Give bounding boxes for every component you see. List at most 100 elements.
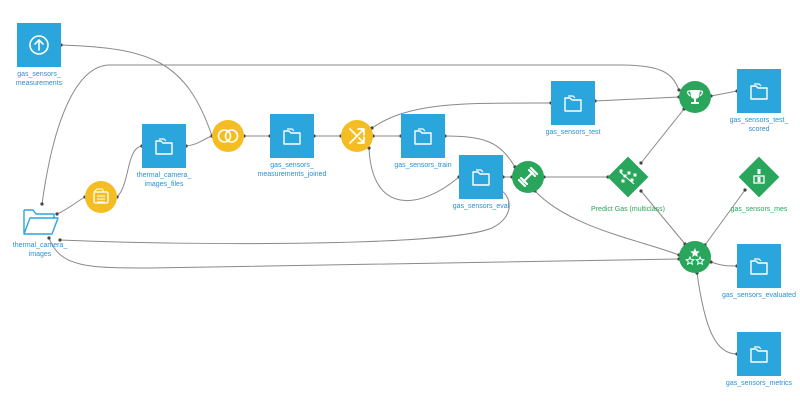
edge-evaluate_recipe-to-gas_sensors_mes <box>703 188 747 247</box>
dataset-shape[interactable] <box>737 244 781 288</box>
join-icon <box>217 129 239 143</box>
node-gas-sensors-test-scored[interactable]: gas_sensors_test_scored <box>730 69 789 133</box>
edge-start-dot <box>55 212 59 216</box>
node-gas-sensors-test[interactable]: gas_sensors_test <box>546 81 601 136</box>
edge-start-dot <box>40 202 44 206</box>
recipe-shape[interactable] <box>212 120 244 152</box>
node-label: gas_sensors_test <box>546 129 601 136</box>
edge-split_recipe-to-gas_sensors_test <box>370 101 553 130</box>
node-join-recipe[interactable] <box>212 120 244 152</box>
split-icon <box>349 128 365 144</box>
node-label: gas_sensors_eval <box>453 203 510 210</box>
folder-icon <box>750 346 768 363</box>
edge-start-dot <box>47 236 51 240</box>
open-folder-icon <box>23 209 59 235</box>
folder-icon <box>750 258 768 275</box>
edge-score_recipe-to-gas_sensors_test_scored <box>709 89 739 98</box>
dataset-shape[interactable] <box>459 155 503 199</box>
stars-icon <box>685 248 705 266</box>
nodes: gas_sensors_measurementsthermal_camera_i… <box>13 23 796 387</box>
edge-gas_sensors_test-to-score_recipe <box>593 95 681 103</box>
edge-thermal_camera_images-to-score_recipe <box>40 64 681 206</box>
edge-evaluate_recipe-to-gas_sensors_metrics <box>695 271 739 356</box>
edge-start-dot <box>639 161 643 165</box>
node-train-recipe[interactable] <box>512 161 544 193</box>
edge-thermal_camera_images-to-list_files_recipe <box>55 195 87 216</box>
node-gas-sensors-evaluated[interactable]: gas_sensors_evaluated <box>722 244 796 299</box>
edge-gas_sensors_measurements-to-join_recipe <box>59 43 214 138</box>
recipe-shape[interactable] <box>85 181 117 213</box>
ml-shape[interactable] <box>512 161 544 193</box>
edge-thermal_camera_images_files-to-join_recipe <box>184 134 214 148</box>
edge-thermal_camera_images-to-gas_sensors_eval <box>58 188 510 245</box>
node-split-recipe[interactable] <box>341 120 373 152</box>
trophy-icon <box>686 90 704 104</box>
node-gas-sensors-measurements[interactable]: gas_sensors_ measurements <box>16 23 63 87</box>
node-label: measurements_joined <box>258 171 327 178</box>
node-gas-sensors-train[interactable]: gas_sensors_train <box>394 114 452 169</box>
node-label: scored <box>748 126 769 133</box>
dataset-shape[interactable] <box>17 23 61 67</box>
edge-start-dot <box>58 238 62 242</box>
dataset-shape[interactable] <box>737 332 781 376</box>
folder-icon <box>155 138 173 155</box>
node-label: gas_sensors_ <box>17 71 61 78</box>
dataset-shape[interactable] <box>270 114 314 158</box>
ml-shape[interactable] <box>679 241 711 273</box>
edge-evaluate_recipe-to-gas_sensors_evaluated <box>709 260 739 268</box>
node-label: gas_sensors_ <box>270 162 314 169</box>
edge-train_recipe-to-evaluate_recipe <box>533 189 681 257</box>
node-predict-gas-model[interactable]: Predict Gas (multiclass) <box>591 156 665 213</box>
node-gas-sensors-eval[interactable]: gas_sensors_eval <box>453 155 510 210</box>
node-gas-sensors-measurements-joined[interactable]: gas_sensors_ measurements_joined <box>258 114 327 178</box>
node-thermal-camera-images-files[interactable]: thermal_camera_ images_files <box>137 124 192 188</box>
edge-gas_sensors_eval-to-train_recipe <box>501 175 514 179</box>
edge-thermal_camera_images-to-evaluate_recipe <box>47 236 681 269</box>
dataset-shape[interactable] <box>142 124 186 168</box>
dumbbell-icon <box>517 166 539 188</box>
node-label: thermal_camera_ <box>13 242 68 249</box>
evaluation-store-icon <box>753 169 765 184</box>
node-thermal-camera-images[interactable]: thermal_camera_images <box>13 209 68 258</box>
dataset-shape[interactable] <box>401 114 445 158</box>
node-gas-sensors-mes[interactable]: gas_sensors_mes <box>731 156 788 213</box>
model-icon <box>619 169 637 185</box>
node-label: gas_sensors_train <box>394 162 451 169</box>
edge-split_recipe-to-gas_sensors_train <box>371 134 403 138</box>
ml-shape[interactable] <box>679 81 711 113</box>
node-label: Predict Gas (multiclass) <box>591 206 665 213</box>
folder-icon <box>564 95 582 112</box>
node-gas-sensors-metrics[interactable]: gas_sensors_metrics <box>726 332 793 387</box>
node-label: images <box>29 251 52 258</box>
node-label: gas_sensors_evaluated <box>722 292 796 299</box>
folder-icon <box>414 128 432 145</box>
recipe-shape[interactable] <box>341 120 373 152</box>
edge-end-dot <box>677 88 681 92</box>
node-list-files-recipe[interactable] <box>85 181 117 213</box>
upload-icon <box>29 35 49 55</box>
folder-icon <box>472 169 490 186</box>
node-score-recipe[interactable] <box>679 81 711 113</box>
edge-join_recipe-to-gas_sensors_measurements_joined <box>242 134 272 138</box>
edge-end-dot <box>743 188 747 192</box>
folder-icon <box>283 128 301 145</box>
edge-predict_gas_model-to-score_recipe <box>639 107 686 165</box>
node-label: measurements <box>16 80 63 87</box>
file-list-icon <box>93 188 109 204</box>
edge-start-dot <box>639 189 643 193</box>
node-evaluate-recipe[interactable] <box>679 241 711 273</box>
node-label: gas_sensors_mes <box>731 206 788 213</box>
node-label: thermal_camera_ <box>137 172 192 179</box>
folder-shape[interactable] <box>23 209 59 235</box>
dataset-shape[interactable] <box>737 69 781 113</box>
node-label: images_files <box>145 181 184 188</box>
folder-icon <box>750 83 768 100</box>
edge-train_recipe-to-predict_gas_model <box>542 175 610 179</box>
edge-predict_gas_model-to-evaluate_recipe <box>639 189 687 246</box>
dataset-shape[interactable] <box>551 81 595 125</box>
edge-gas_sensors_measurements_joined-to-split_recipe <box>312 134 343 138</box>
edges <box>40 43 747 356</box>
node-label: gas_sensors_metrics <box>726 380 793 387</box>
node-label: gas_sensors_test_ <box>730 117 789 124</box>
